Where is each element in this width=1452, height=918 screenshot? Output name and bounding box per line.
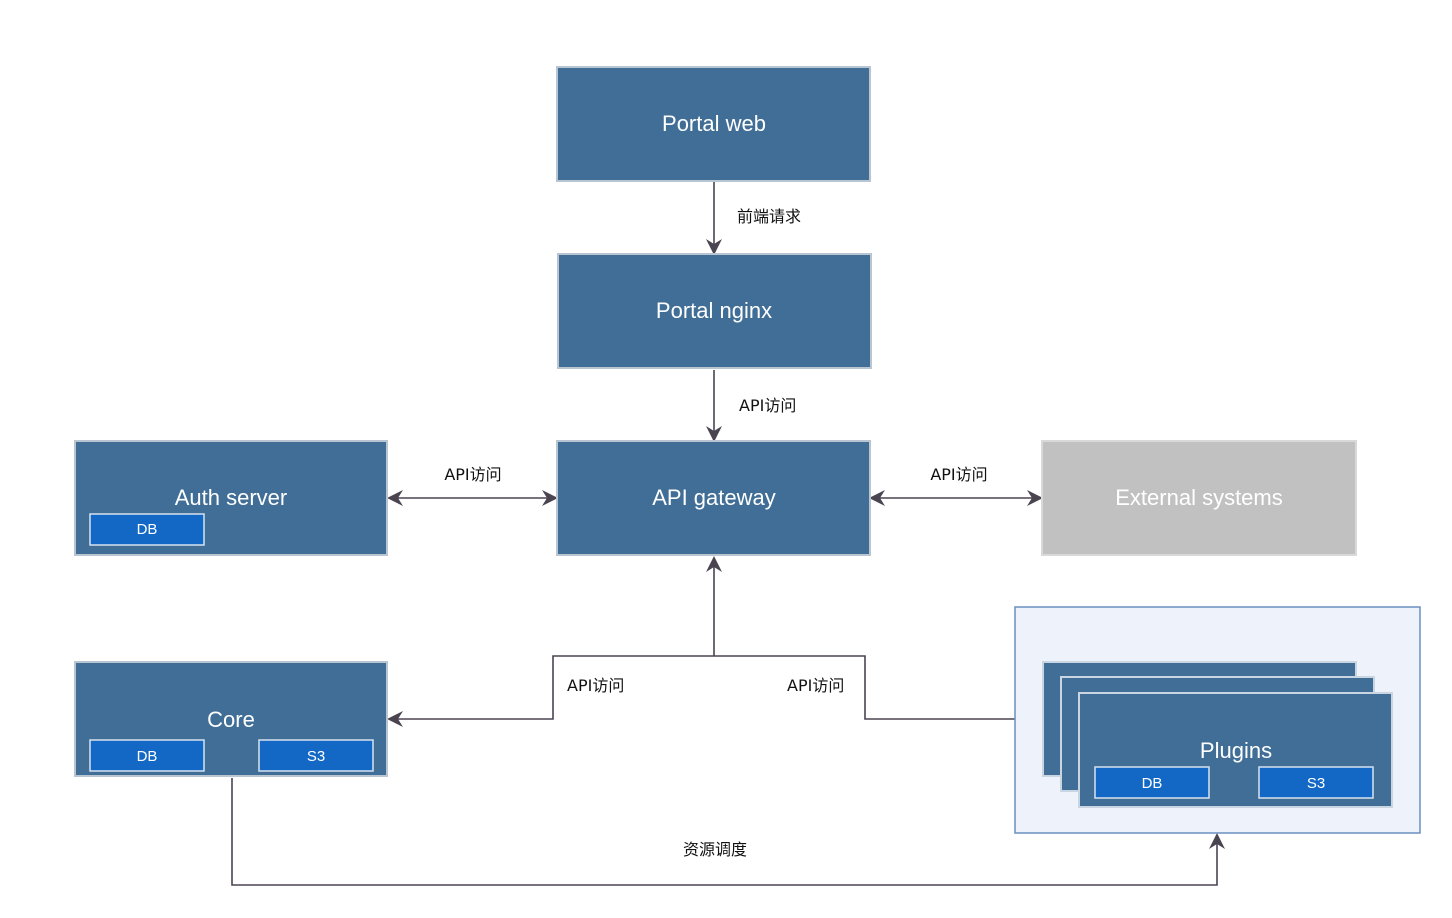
node-label: Plugins [1200, 738, 1272, 763]
edge-label-core-to-plugins: 资源调度 [683, 840, 747, 859]
plugins-group[interactable]: Plugins DB S3 [1014, 606, 1421, 834]
chip-label: DB [1142, 775, 1163, 792]
edge-label-gateway-plugins: API访问 [787, 676, 844, 695]
edge-labels: 前端请求 API访问 API访问 API访问 API访问 API访问 资源调度 [444, 207, 987, 859]
edge-label-auth-gateway: API访问 [444, 465, 501, 484]
edge-label-web-to-nginx: 前端请求 [737, 207, 801, 226]
node-api-gateway[interactable]: API gateway [556, 440, 871, 556]
node-core[interactable]: Core DB S3 [74, 661, 388, 777]
node-label: Auth server [175, 485, 288, 510]
chip-label: S3 [307, 748, 325, 765]
edge-core-to-plugins [231, 778, 1225, 886]
node-portal-nginx[interactable]: Portal nginx [557, 253, 872, 369]
edges [231, 182, 1225, 886]
node-label: External systems [1115, 485, 1283, 510]
chip-label: DB [137, 748, 158, 765]
node-label: Core [207, 707, 255, 732]
node-portal-web[interactable]: Portal web [556, 66, 871, 182]
edge-gateway-plugins [714, 655, 1043, 727]
node-plugins[interactable]: Plugins DB S3 [1078, 692, 1393, 808]
chip-label: S3 [1307, 775, 1325, 792]
node-auth-server[interactable]: Auth server DB [74, 440, 388, 556]
node-label: Portal web [662, 111, 766, 136]
chip-label: DB [137, 521, 158, 538]
edge-label-gateway-core: API访问 [567, 676, 624, 695]
node-external-systems[interactable]: External systems [1041, 440, 1357, 556]
node-label: API gateway [652, 485, 776, 510]
core-db-chip[interactable]: DB [89, 739, 205, 772]
node-label: Portal nginx [656, 298, 772, 323]
auth-db-chip[interactable]: DB [89, 513, 205, 546]
edge-label-gateway-external: API访问 [930, 465, 987, 484]
plugins-db-chip[interactable]: DB [1094, 766, 1210, 799]
plugins-s3-chip[interactable]: S3 [1258, 766, 1374, 799]
core-s3-chip[interactable]: S3 [258, 739, 374, 772]
edge-label-nginx-to-gateway: API访问 [739, 396, 796, 415]
edge-gateway-core [387, 655, 714, 727]
